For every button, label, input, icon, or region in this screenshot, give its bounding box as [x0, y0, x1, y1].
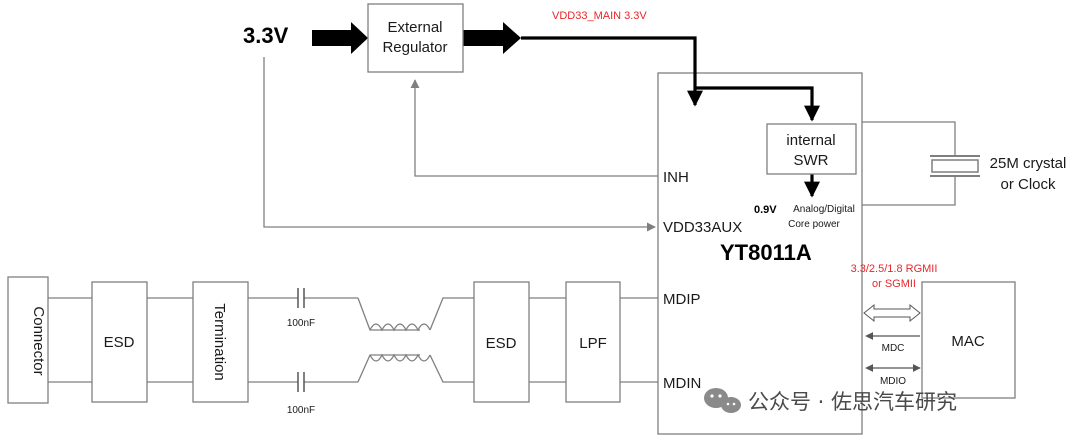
internal-swr-label-2: SWR [794, 152, 829, 169]
internal-swr-label-1: internal [786, 132, 835, 149]
chip-name: YT8011A [720, 240, 812, 265]
wechat-icon [704, 388, 741, 413]
rgmii-label-1: 3.3/2.5/1.8 RGMII [851, 263, 938, 275]
watermark-text: 公众号 · 佐思汽车研究 [748, 390, 957, 414]
esd-left-label: ESD [104, 334, 135, 351]
connector-box [7, 276, 49, 404]
external-regulator-box [367, 3, 464, 73]
rgmii-label-2: or SGMII [872, 278, 916, 290]
capacitor-top-icon [297, 288, 305, 308]
termination-label: Termination [211, 303, 228, 381]
choke-coil-top-icon [369, 323, 431, 332]
pin-mdip: MDIP [663, 291, 701, 308]
mac-box [921, 281, 1016, 399]
termination-box [192, 281, 249, 403]
pin-vdd33aux: VDD33AUX [663, 219, 742, 236]
swr-supply-line [695, 86, 820, 122]
internal-swr-box [766, 123, 857, 175]
esd-left-box [91, 281, 148, 403]
core-power-label-1: Analog/Digital [793, 204, 855, 215]
capacitor-bottom-icon [297, 372, 305, 392]
rgmii-bus-arrow-icon [863, 303, 921, 323]
crystal-line-bottom [862, 176, 956, 206]
crystal-label-1: 25M crystal [990, 155, 1067, 172]
esd-right-label: ESD [486, 335, 517, 352]
lpf-box [565, 281, 621, 403]
external-regulator-label-2: Regulator [382, 39, 447, 56]
vdd33-main-label: VDD33_MAIN 3.3V [552, 10, 647, 22]
mdc-label: MDC [882, 343, 905, 354]
core-power-label-2: Core power [788, 219, 840, 230]
mac-label: MAC [951, 333, 985, 350]
pin-mdin: MDIN [663, 375, 701, 392]
lpf-label: LPF [579, 335, 607, 352]
crystal-icon [931, 159, 979, 173]
inh-line [410, 79, 658, 177]
regulator-output-arrow-icon [463, 22, 521, 54]
vdd33aux-line [263, 57, 656, 232]
vdd33-main-line [521, 36, 703, 107]
crystal-label-2: or Clock [1000, 176, 1056, 193]
external-regulator-label-1: External [387, 19, 442, 36]
mdio-label: MDIO [880, 376, 906, 387]
capacitor-top-label: 100nF [287, 318, 315, 329]
connector-label: Connector [30, 306, 47, 375]
crystal-line-top [862, 121, 956, 156]
supply-voltage-label: 3.3V [243, 23, 289, 48]
esd-right-box [473, 281, 530, 403]
core-voltage-label: 0.9V [754, 204, 777, 216]
pin-inh: INH [663, 169, 689, 186]
supply-arrow-icon [312, 22, 368, 54]
capacitor-bottom-label: 100nF [287, 405, 315, 416]
choke-coil-bottom-icon [369, 353, 431, 362]
